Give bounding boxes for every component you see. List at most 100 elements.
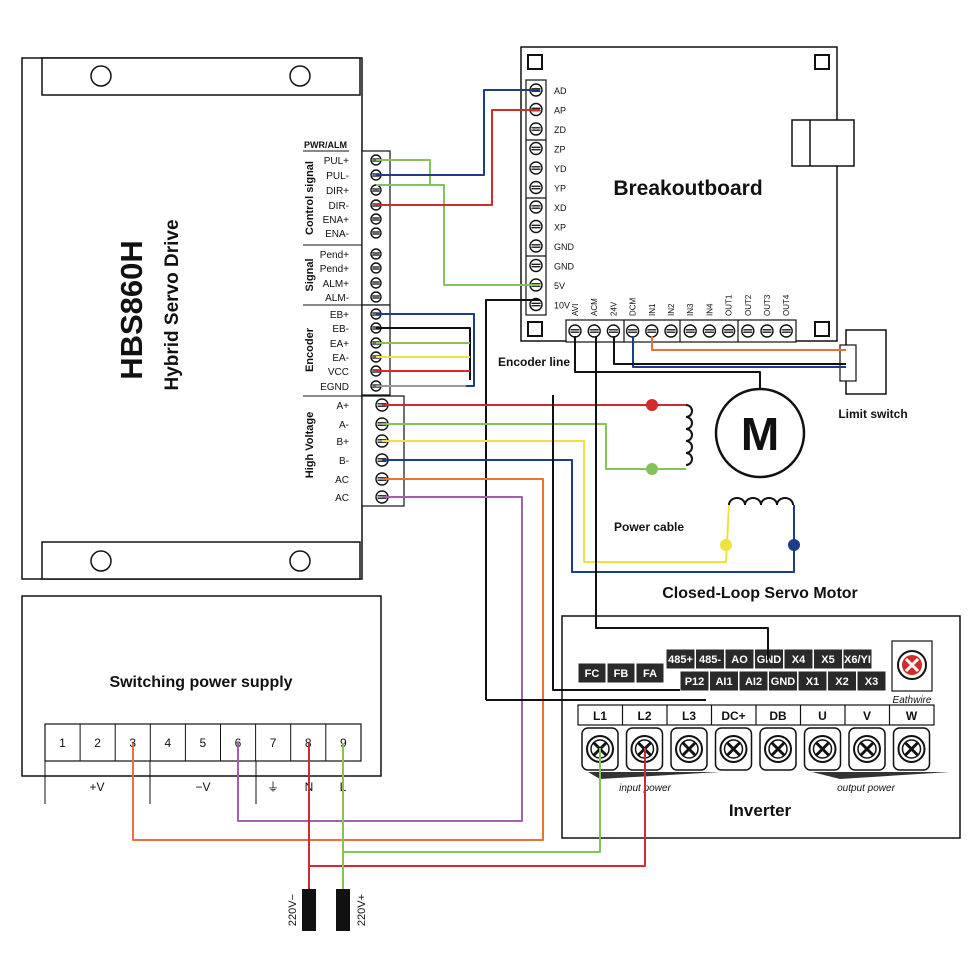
terminal-screw (702, 324, 717, 338)
group-signal: Signal (304, 258, 316, 291)
power-terminal-screw (581, 727, 619, 771)
power-terminal-label: U (818, 709, 827, 723)
breakout-pin-label: XP (554, 223, 566, 233)
earth-label: Eathwire (893, 695, 932, 706)
wire-p12 (552, 395, 680, 691)
drive-pin-label: PUL- (326, 171, 349, 182)
terminal-screw (529, 161, 543, 175)
power-terminal-label: L3 (682, 709, 696, 723)
encoder-cable (485, 299, 540, 700)
terminal-screw (760, 324, 774, 338)
svg-text:X4: X4 (792, 654, 806, 666)
svg-text:AO: AO (731, 654, 748, 666)
junction-dot (788, 539, 800, 551)
wire-ai1 (595, 336, 769, 660)
drive-pin-label: B- (339, 456, 349, 467)
terminal-screw (529, 141, 543, 156)
terminal-screw (529, 180, 543, 195)
power-terminal-label: L2 (637, 709, 651, 723)
mount-hole (90, 65, 112, 87)
wire-ac-2 (237, 496, 523, 822)
breakout-pin-label: AD (554, 86, 567, 96)
drive-pin-label: ENA+ (323, 215, 350, 226)
wire-limit-blue (632, 336, 846, 368)
power-terminal-label: DB (769, 709, 787, 723)
power-terminal-screw (803, 727, 842, 771)
psu-terminal-label: 1 (59, 736, 66, 750)
terminal-screw (529, 239, 543, 253)
control-terminal: X1 (797, 670, 828, 692)
svg-text:FB: FB (614, 668, 629, 680)
fault-key: FC (577, 662, 607, 684)
breakout-bottom-pin-label: OUT4 (782, 294, 791, 316)
control-terminal: AI2 (738, 670, 769, 692)
wire-phase-b-minus (382, 459, 795, 573)
mount-hole (289, 65, 311, 87)
svg-text:GND: GND (757, 654, 782, 666)
breakout-bottom-pin-label: IN1 (648, 303, 657, 316)
breakout-bottom-pin-label: IN4 (705, 303, 714, 316)
drive-pin-label: DIR+ (326, 186, 349, 197)
breakout-title: Breakoutboard (613, 177, 762, 200)
breakout-bottom-pin-label: IN2 (667, 303, 676, 316)
control-terminal: 485+ (665, 648, 696, 670)
terminal-screw (370, 184, 382, 196)
output-power-label: output power (837, 783, 895, 794)
control-terminal: X4 (783, 648, 814, 670)
wire-phase-a-minus (382, 423, 686, 470)
control-terminal: AO (724, 648, 755, 670)
breakout-bottom-pin-label: DCM (629, 297, 638, 316)
breakout-bottom-pin-label: OUT2 (744, 294, 753, 316)
drive-pin-label: PUL+ (324, 156, 349, 167)
terminal-screw (721, 324, 736, 338)
mains-positive-label: 220V+ (356, 894, 368, 926)
control-terminal: X5 (813, 648, 843, 670)
terminal-screw (529, 219, 543, 234)
breakout-pin-label: ZP (554, 145, 566, 155)
drive-pin-label: B+ (336, 437, 349, 448)
terminal-screw (370, 291, 382, 303)
wire-ac-1 (132, 478, 544, 841)
drive-pin-label: ALM- (325, 293, 349, 304)
power-terminal-screw (714, 727, 753, 771)
drive-pin-label: ALM+ (323, 279, 350, 290)
svg-text:AI1: AI1 (715, 676, 732, 688)
drive-subtitle: Hybrid Servo Drive (162, 219, 183, 390)
breakout-pin-label: GND (554, 262, 575, 272)
group-control-signal: Control signal (304, 161, 316, 235)
breakout-bottom-pin-label: AVI (571, 304, 580, 316)
wire-limit-red (651, 336, 846, 351)
power-terminal-screw (759, 727, 797, 771)
svg-text:AI2: AI2 (745, 676, 762, 688)
breakout-pin-label: 5V (554, 281, 565, 291)
breakout-pin-label: YD (554, 164, 567, 174)
limit-switch: Limit switch (838, 329, 908, 421)
breakout-pin-label: YP (554, 184, 566, 194)
svg-text:X2: X2 (835, 676, 848, 688)
power-terminal-screw (670, 727, 708, 771)
fault-key: FB (606, 662, 636, 684)
control-terminal: X3 (856, 670, 887, 692)
mount-hole (90, 550, 112, 572)
mains-negative-plug (302, 889, 316, 931)
drive-pin-label: VCC (328, 367, 349, 378)
drive-pin-label: A+ (336, 401, 349, 412)
mains-negative-label: 220V− (287, 894, 299, 926)
wire-mains-red (308, 748, 646, 889)
wire-eb-plus (376, 313, 475, 387)
mount-hole (289, 550, 311, 572)
junction-dot (646, 463, 658, 475)
wire-dir-minus (376, 109, 540, 206)
control-terminal: 485- (695, 648, 725, 670)
terminal-screw (370, 262, 382, 274)
terminal-screw (741, 324, 755, 338)
wire-pul-minus (376, 89, 540, 176)
breakout-pin-label: ZD (554, 125, 566, 135)
breakout-bottom-pin-label: 24V (609, 301, 618, 316)
motor-coil-b (728, 497, 794, 506)
terminal-screw (625, 324, 640, 338)
mains-input: 220V− 220V+ (287, 889, 368, 931)
